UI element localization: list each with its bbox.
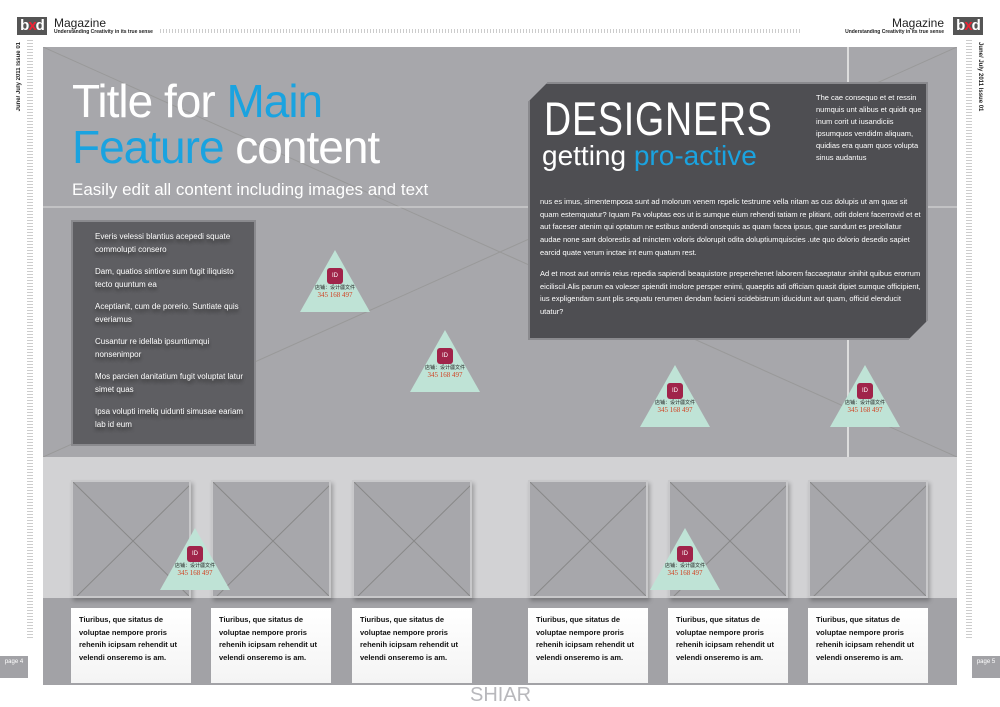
ruler-left	[27, 40, 33, 640]
subtitle-right: Understanding Creativity in its true sen…	[845, 29, 944, 35]
list-item: Aceptianit, cum de porerio. Suntiate qui…	[95, 302, 239, 324]
issue-label-left: June/ July 2011 Issue 01	[16, 42, 22, 112]
page-number-left: page 4	[0, 656, 28, 678]
logo-left: bxd	[17, 17, 47, 35]
card-caption: Tiuribus, que sitatus de voluptae nempor…	[71, 608, 191, 683]
header-divider	[160, 29, 800, 33]
list-item: Dam, quatios sintiore sum fugit iliquist…	[95, 267, 234, 289]
designers-subhead: getting pro-active	[542, 140, 757, 171]
feature-tagline: Easily edit all content including images…	[72, 180, 429, 199]
card-caption: Tiuribus, que sitatus de voluptae nempor…	[528, 608, 648, 683]
card-caption: Tiuribus, que sitatus de voluptae nempor…	[211, 608, 331, 683]
card-caption: Tiuribus, que sitatus de voluptae nempor…	[352, 608, 472, 683]
card-image-placeholder	[528, 480, 648, 598]
list-item: Everis velessi blantius acepedi squate c…	[95, 232, 231, 254]
cards-band-lower	[43, 598, 957, 685]
list-item: Cusantur re idellab ipsuntiumqui nonseni…	[95, 337, 210, 359]
magazine-title-right: Magazine	[891, 16, 944, 30]
designers-headline: DESIGNERS	[544, 92, 773, 145]
issue-label-right: June/ July 2011 Issue 01	[977, 42, 983, 112]
list-item: Ipsa volupti imeliq uidunti simusae eari…	[95, 407, 244, 429]
feature-list: Everis velessi blantius acepedi squate c…	[71, 220, 256, 446]
logo-right: bxd	[953, 17, 983, 35]
designers-paragraph-2: Ad et most aut omnis reius repedia sapie…	[540, 269, 921, 317]
faded-watermark: SHIAR	[470, 684, 532, 706]
magazine-title-left: Magazine	[54, 16, 107, 30]
page-number-right: page 5	[972, 656, 1000, 678]
designers-box	[528, 82, 928, 340]
card-caption: Tiuribus, que sitatus de voluptae nempor…	[668, 608, 788, 683]
ruler-right	[966, 40, 972, 640]
list-item: Mos parcien danitatium fugit voluptat la…	[95, 372, 244, 394]
card-image-placeholder	[211, 480, 331, 598]
designers-side-text: The cae consequo et et ressin numquis un…	[816, 93, 922, 162]
card-image-placeholder	[352, 480, 472, 598]
card-caption: Tiuribus, que sitatus de voluptae nempor…	[808, 608, 928, 683]
designers-paragraph-1: nus es imus, simentemposa sunt ad moloru…	[540, 197, 921, 257]
card-image-placeholder	[808, 480, 928, 598]
subtitle-left: Understanding Creativity in its true sen…	[54, 29, 153, 35]
